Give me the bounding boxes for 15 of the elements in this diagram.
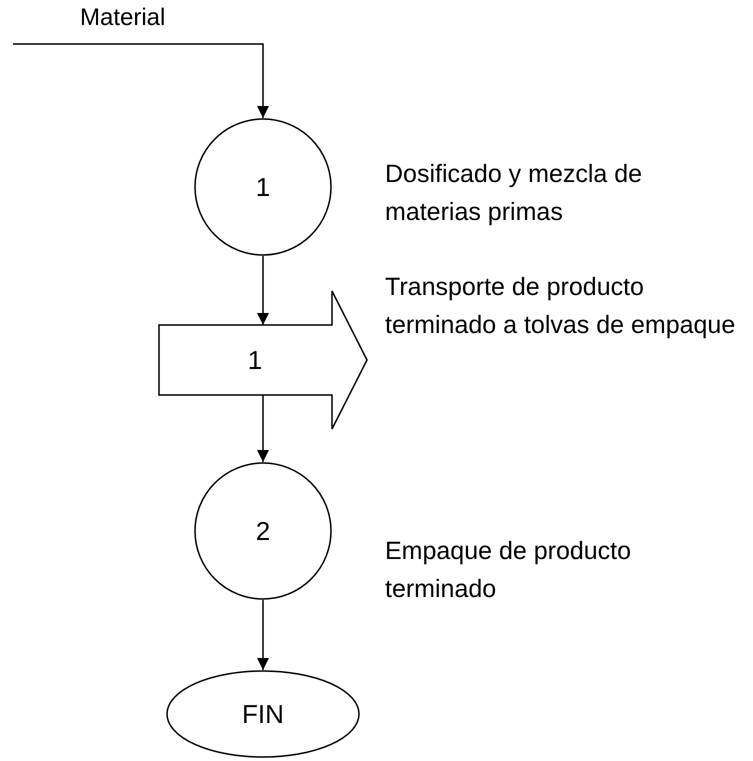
step-description: Transporte de producto terminado a tolvas de empaque <box>385 272 736 341</box>
node-number: 2 <box>256 516 270 546</box>
node-number: FIN <box>242 698 284 730</box>
step-description: Empaque de producto terminado <box>385 536 632 605</box>
operation-circle <box>194 462 332 600</box>
end-ellipse <box>166 670 360 758</box>
arrow <box>13 43 269 118</box>
step-description: Dosificado y mezcla de materias primas <box>385 159 644 228</box>
arrow <box>257 395 269 462</box>
arrow <box>257 256 269 325</box>
operation-circle <box>194 118 332 256</box>
node-number: 1 <box>248 344 262 376</box>
transport-symbol <box>159 291 367 429</box>
arrow <box>257 600 269 670</box>
node-number: 1 <box>256 172 270 202</box>
